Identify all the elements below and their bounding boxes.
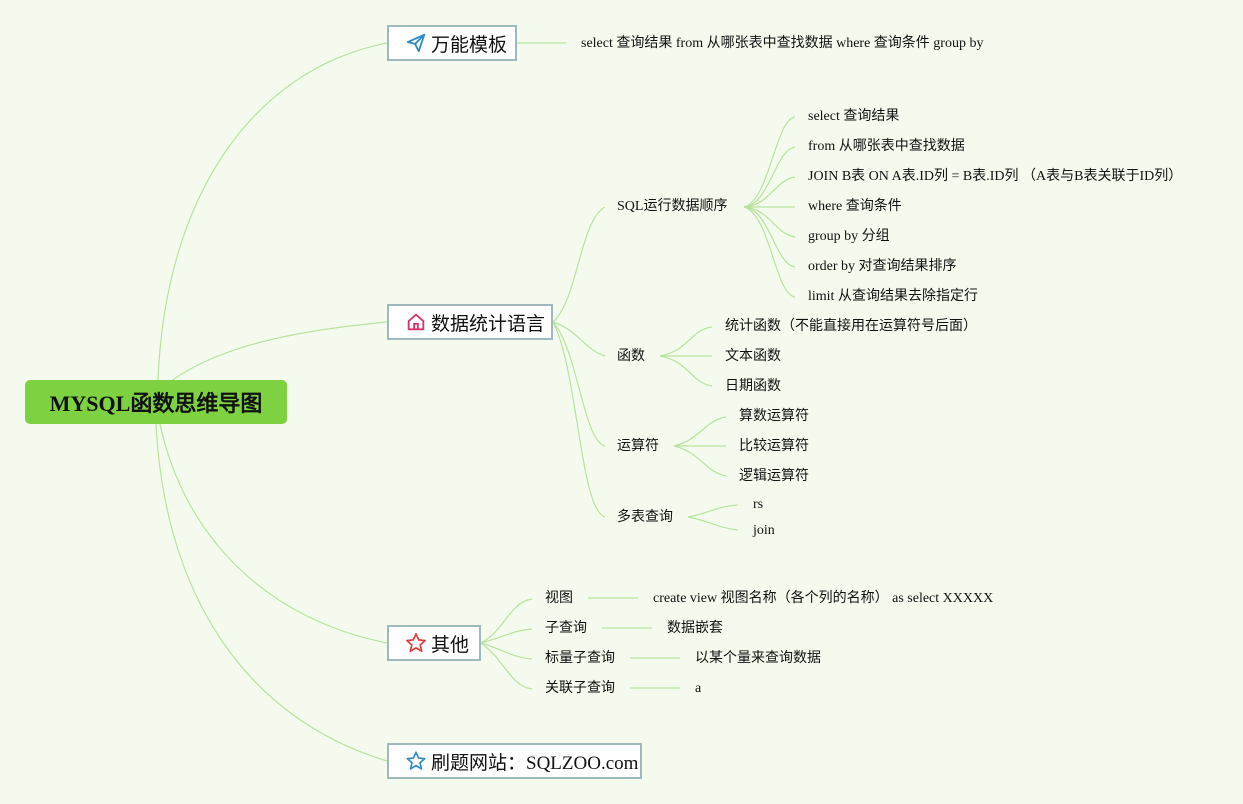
connector-root-dsl xyxy=(169,321,388,383)
sql-order-item[interactable]: group by 分组 xyxy=(808,229,890,244)
sql-order-item[interactable]: JOIN B表 ON A表.ID列 = B表.ID列 （A表与B表关联于ID列） xyxy=(808,169,1183,184)
topic-practice-label: 刷题网站：SQLZOO.com xyxy=(431,752,639,774)
connector-sqlorder-2 xyxy=(743,146,796,208)
other-row-label[interactable]: 视图 xyxy=(545,591,573,606)
connector-multitable-1 xyxy=(687,504,739,518)
other-row-leaf[interactable]: 数据嵌套 xyxy=(667,621,723,636)
home-icon xyxy=(405,311,427,333)
function-item[interactable]: 统计函数（不能直接用在运算符号后面） xyxy=(725,319,977,334)
connector-multitable-2 xyxy=(687,516,739,531)
paper-plane-icon xyxy=(405,32,427,54)
connector-other-1 xyxy=(480,598,533,644)
connector-sqlorder-1 xyxy=(743,116,796,208)
topic-template[interactable]: 万能模板 xyxy=(387,25,517,61)
sql-order-item[interactable]: order by 对查询结果排序 xyxy=(808,259,957,274)
root-topic[interactable]: MYSQL函数思维导图 xyxy=(25,380,287,424)
multi-table-item[interactable]: join xyxy=(753,523,775,538)
subtopic-operators[interactable]: 运算符 xyxy=(617,439,659,454)
connector-dsl-multitable xyxy=(552,321,606,518)
star-icon xyxy=(405,632,427,654)
connector-dsl-sqlorder xyxy=(552,206,606,323)
connector-operators-1 xyxy=(673,416,727,447)
subtopic-multi-table[interactable]: 多表查询 xyxy=(617,510,673,525)
topic-dsl-label: 数据统计语言 xyxy=(431,313,546,335)
sql-order-item[interactable]: where 查询条件 xyxy=(808,199,902,214)
function-item[interactable]: 日期函数 xyxy=(725,379,781,394)
connector-sqlorder-3 xyxy=(743,176,796,208)
other-row-leaf[interactable]: create view 视图名称（各个列的名称） as select XXXXX xyxy=(653,591,994,606)
operator-item[interactable]: 算数运算符 xyxy=(739,409,809,424)
connector-root-other xyxy=(159,423,388,644)
topic-other[interactable]: 其他 xyxy=(387,625,481,661)
topic-practice[interactable]: 刷题网站：SQLZOO.com xyxy=(387,743,642,779)
other-row-label[interactable]: 标量子查询 xyxy=(545,651,615,666)
topic-other-label: 其他 xyxy=(431,634,470,656)
other-row-label[interactable]: 子查询 xyxy=(545,621,587,636)
connector-sqlorder-6 xyxy=(743,206,796,268)
connector-root-practice xyxy=(155,423,388,762)
function-item[interactable]: 文本函数 xyxy=(725,349,781,364)
other-row-leaf[interactable]: 以某个量来查询数据 xyxy=(695,651,821,666)
sql-order-item[interactable]: from 从哪张表中查找数据 xyxy=(808,139,965,154)
connector-sqlorder-5 xyxy=(743,206,796,238)
sql-order-item[interactable]: limit 从查询结果去除指定行 xyxy=(808,289,978,304)
subtopic-sql-order[interactable]: SQL运行数据顺序 xyxy=(617,199,728,214)
connector-dsl-operators xyxy=(552,321,606,447)
operator-item[interactable]: 比较运算符 xyxy=(739,439,809,454)
template-leaf[interactable]: select 查询结果 from 从哪张表中查找数据 where 查询条件 gr… xyxy=(581,36,984,51)
other-row-label[interactable]: 关联子查询 xyxy=(545,681,615,696)
connector-other-3 xyxy=(480,642,533,660)
connector-sqlorder-7 xyxy=(743,206,796,298)
connector-dsl-functions xyxy=(552,321,606,357)
connector-root-template xyxy=(157,42,388,381)
connector-operators-3 xyxy=(673,445,727,477)
multi-table-item[interactable]: rs xyxy=(753,497,764,512)
sql-order-item[interactable]: select 查询结果 xyxy=(808,109,900,124)
topic-dsl[interactable]: 数据统计语言 xyxy=(387,304,553,340)
root-label: MYSQL函数思维导图 xyxy=(49,391,263,416)
connector-other-4 xyxy=(480,642,533,690)
operator-item[interactable]: 逻辑运算符 xyxy=(739,469,809,484)
other-row-leaf[interactable]: a xyxy=(695,681,702,696)
topic-template-label: 万能模板 xyxy=(431,34,508,56)
connector-functions-3 xyxy=(659,355,713,387)
connector-functions-1 xyxy=(659,326,713,357)
subtopic-functions[interactable]: 函数 xyxy=(617,349,645,364)
connector-other-2 xyxy=(480,628,533,644)
star-outline-icon xyxy=(405,750,427,772)
